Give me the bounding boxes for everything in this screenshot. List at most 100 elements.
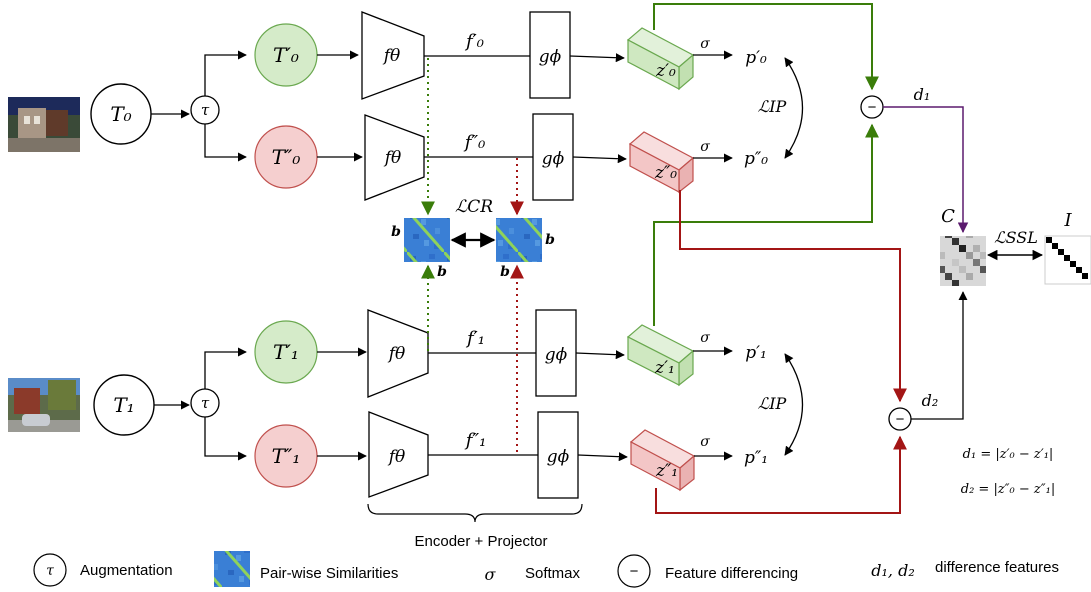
- input-node-t0: T₀: [90, 83, 152, 145]
- prob-label-p1-prime: p′₁: [745, 343, 767, 363]
- formula-d1: d₁ = |z′₀ − z′₁|: [963, 447, 1054, 462]
- legend-augmentation-symbol: τ: [33, 553, 67, 587]
- branch-t1-prime: [204, 347, 247, 389]
- d1-label: d₁: [914, 85, 931, 104]
- feature-label-f0-dprime: f″₀: [463, 132, 486, 153]
- sigma-label-1: σ: [700, 36, 710, 52]
- diff-node-bottom: −: [888, 407, 912, 431]
- legend-sigma-symbol: σ: [485, 565, 497, 584]
- view-node-t0-prime: T′₀: [254, 23, 318, 87]
- prob-label-p0-prime: p′₀: [745, 48, 767, 68]
- loss-ip-top-arrow: [784, 57, 804, 159]
- encoder-projector-brace: [367, 503, 583, 523]
- projector-1-label: gϕ: [539, 47, 562, 67]
- projector-2: gϕ: [532, 113, 574, 201]
- encoder-2: fθ: [364, 114, 425, 201]
- augmentation-node-top-label: τ: [201, 101, 210, 119]
- purple-line-d1: [883, 106, 969, 234]
- sigma-label-3: σ: [700, 330, 710, 346]
- identity-label: I: [1063, 210, 1072, 231]
- green-line-z0-to-diff: [653, 3, 879, 91]
- legend-augmentation-text: Augmentation: [80, 562, 173, 579]
- view-node-t0-prime-label: T′₀: [273, 43, 299, 67]
- feature-label-f1-dprime: f″₁: [464, 430, 487, 451]
- red-line-z0-to-diff: [679, 190, 907, 403]
- legend-diff-symbol: −: [617, 554, 651, 588]
- batch-label-right-side: b: [545, 232, 555, 248]
- brace-label: Encoder + Projector: [415, 533, 548, 550]
- batch-label-left-side: b: [391, 224, 401, 240]
- view-node-t1-dprime-label: T″₁: [272, 444, 301, 468]
- diff-node-top: −: [860, 95, 884, 119]
- encoder-1: fθ: [361, 11, 425, 100]
- legend-softmax-text: Softmax: [525, 565, 581, 582]
- green-line-z1-to-diff: [653, 123, 879, 326]
- input-node-t1: T₁: [93, 374, 155, 436]
- input-node-t1-label: T₁: [113, 393, 134, 417]
- augmentation-node-top: τ: [190, 95, 220, 125]
- legend: τ Augmentation Pair-wise Similarities σ …: [33, 551, 1059, 588]
- embedding-z0-dprime: z″₀: [628, 131, 695, 194]
- loss-ssl-label: ℒSSL: [994, 228, 1038, 247]
- legend-differencing-text: Feature differencing: [665, 565, 798, 582]
- embedding-z0-prime: z′₀: [626, 27, 695, 91]
- projector-2-label: gϕ: [542, 149, 565, 169]
- legend-similarity-swatch: [214, 551, 250, 587]
- sigma-label-4: σ: [700, 434, 710, 450]
- branch-t1-dprime: [204, 417, 247, 461]
- feature-label-f0-prime: f′₀: [464, 31, 484, 52]
- red-line-z1-to-diff: [655, 435, 907, 514]
- identity-matrix: [1044, 235, 1091, 285]
- prob-label-p0-dprime: p″₀: [744, 149, 768, 169]
- correlation-label: C: [941, 206, 955, 227]
- encoder-1-label: fθ: [382, 46, 401, 66]
- similarity-matrix-right: [496, 218, 542, 262]
- view-node-t0-dprime: T″₀: [254, 125, 318, 189]
- diff-node-top-label: −: [868, 99, 877, 116]
- legend-diff-symbol-label: −: [630, 563, 639, 580]
- legend-similarities-text: Pair-wise Similarities: [260, 565, 398, 582]
- projector-4-label: gϕ: [547, 447, 570, 467]
- arrow-proj-emb-4: [577, 452, 628, 462]
- view-node-t0-dprime-label: T″₀: [272, 145, 301, 169]
- arrow-proj-emb-3: [575, 350, 625, 360]
- legend-d-symbols: d₁, d₂: [871, 561, 914, 580]
- encoder-4: fθ: [368, 411, 429, 498]
- d2-label: d₂: [922, 391, 939, 410]
- encoder-2-label: fθ: [383, 148, 402, 168]
- legend-augmentation-symbol-label: τ: [46, 563, 54, 579]
- batch-label-left-bottom: b: [437, 264, 447, 280]
- similarity-matrix-left: [404, 218, 450, 262]
- embedding-z0-dprime-label: z″₀: [654, 163, 677, 183]
- diff-node-bottom-label: −: [896, 411, 905, 428]
- encoder-3: fθ: [367, 309, 429, 398]
- formula-d2: d₂ = |z″₀ − z″₁|: [961, 482, 1055, 497]
- line-d2: [911, 291, 968, 420]
- prob-label-p1-dprime: p″₁: [744, 448, 768, 468]
- embedding-z0-prime-label: z′₀: [655, 61, 676, 81]
- loss-cr-label: ℒCR: [455, 197, 493, 217]
- arrow-proj-emb-1: [569, 53, 625, 63]
- input-node-t0-label: T₀: [110, 102, 131, 126]
- batch-label-right-bottom: b: [500, 264, 510, 280]
- branch-t0-dprime: [204, 124, 247, 162]
- projector-3: gϕ: [535, 309, 577, 397]
- embedding-z1-dprime: z″₁: [629, 429, 696, 492]
- view-node-t1-dprime: T″₁: [254, 424, 318, 488]
- encoder-3-label: fθ: [387, 344, 406, 364]
- projector-3-label: gϕ: [545, 345, 568, 365]
- embedding-z1-prime-label: z′₁: [654, 358, 675, 378]
- input-photo-0: [8, 97, 80, 152]
- loss-ip-bottom-label: ℒIP: [758, 394, 787, 413]
- encoder-4-label: fθ: [387, 447, 406, 467]
- embedding-z1-dprime-label: z″₁: [655, 461, 678, 481]
- legend-difference-features-text: difference features: [935, 559, 1059, 576]
- loss-ip-top-label: ℒIP: [758, 97, 787, 116]
- loss-ip-bottom-arrow: [784, 353, 804, 456]
- projector-1: gϕ: [529, 11, 571, 99]
- feature-label-f1-prime: f′₁: [465, 328, 485, 349]
- input-photo-1: [8, 378, 80, 432]
- view-node-t1-prime-label: T′₁: [273, 340, 299, 364]
- augmentation-node-bottom-label: τ: [201, 394, 210, 412]
